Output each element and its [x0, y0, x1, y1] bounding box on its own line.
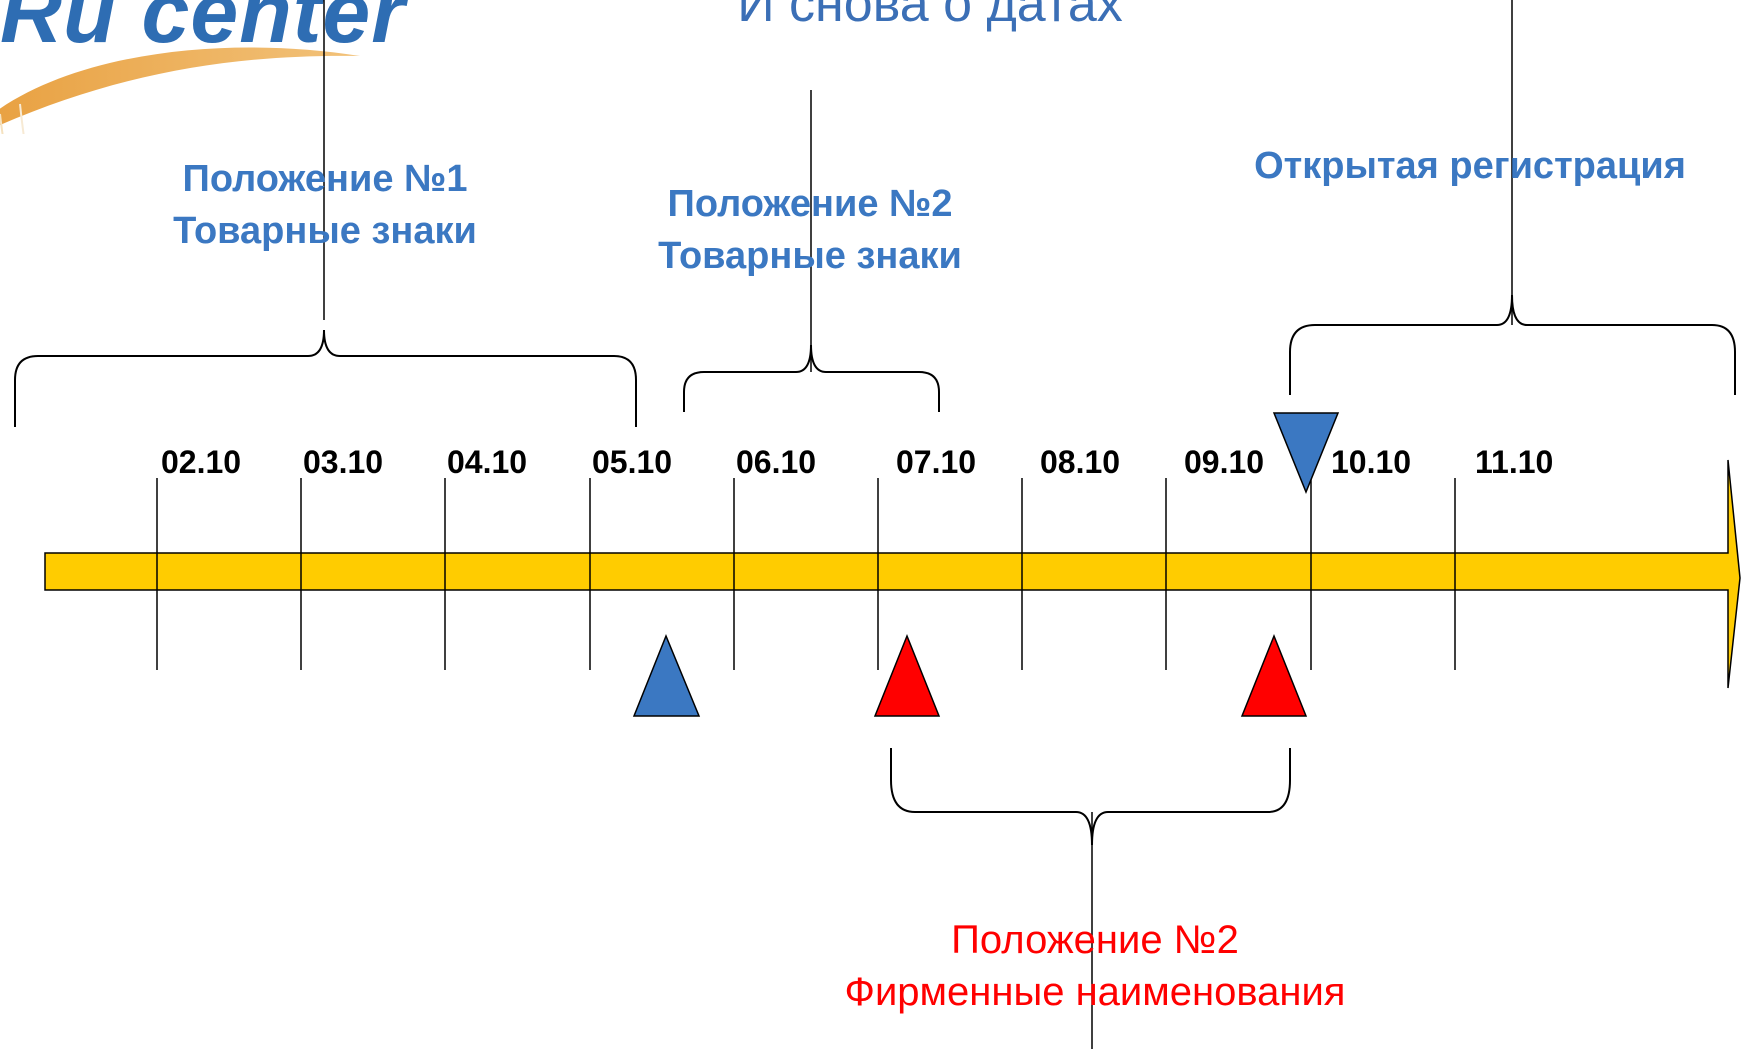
date-ticks — [156, 478, 1456, 670]
slide-title: И снова о датах — [737, 0, 1123, 33]
date-label: 10.10 — [1331, 444, 1412, 480]
label-pos2-cn-line1: Положение №2 — [951, 918, 1239, 962]
label-pos1-line2: Товарные знаки — [173, 210, 477, 252]
label-open-reg-line1: Открытая регистрация — [1254, 145, 1686, 187]
red-up-marker-2 — [1240, 633, 1308, 717]
date-label: 02.10 — [161, 444, 242, 480]
date-label: 09.10 — [1184, 444, 1265, 480]
brace-pos1 — [14, 329, 637, 427]
date-label: 08.10 — [1040, 444, 1121, 480]
label-open-registration: Открытая регистрация — [1200, 140, 1740, 192]
date-label: 03.10 — [303, 444, 384, 480]
blue-down-marker — [1272, 412, 1340, 494]
brace-pos2-tm — [683, 344, 940, 412]
label-pos2-trademarks: Положение №2 Товарные знаки — [610, 178, 1010, 282]
brace-open-reg — [1289, 294, 1736, 395]
date-label: 07.10 — [896, 444, 977, 480]
label-pos1-trademarks: Положение №1 Товарные знаки — [130, 153, 520, 257]
timeline-arrow — [44, 459, 1741, 689]
label-pos2-company-names: Положение №2 Фирменные наименования — [770, 914, 1420, 1018]
date-label: 04.10 — [447, 444, 528, 480]
brace-pos2-cn — [890, 748, 1291, 846]
red-up-marker-1 — [873, 633, 941, 717]
date-label: 11.10 — [1475, 444, 1554, 480]
date-label: 06.10 — [736, 444, 817, 480]
label-pos2-cn-line2: Фирменные наименования — [844, 970, 1346, 1014]
label-pos1-line1: Положение №1 — [182, 158, 468, 200]
label-pos2-tm-line2: Товарные знаки — [658, 235, 962, 277]
date-label: 05.10 — [592, 444, 673, 480]
blue-up-marker — [632, 634, 701, 717]
logo-text: Ru center — [0, 0, 406, 61]
label-pos2-tm-line1: Положение №2 — [667, 183, 953, 225]
